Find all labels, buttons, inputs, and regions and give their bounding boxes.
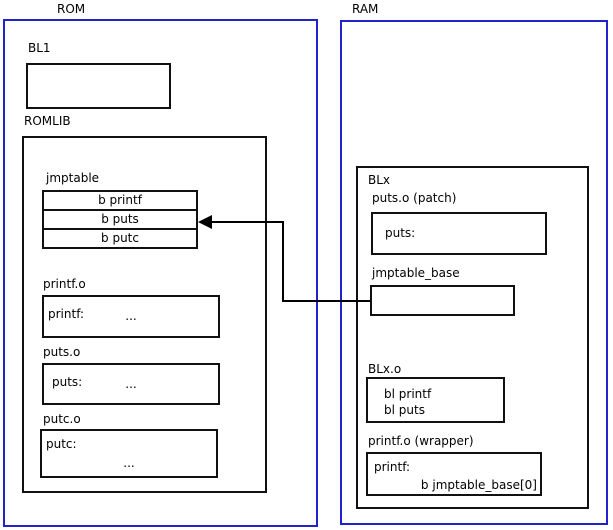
ram-title: RAM [352, 2, 379, 16]
blx-o-bl-printf: bl printf [384, 387, 432, 401]
romlib-box [22, 136, 267, 493]
puts-patch-box: puts: [371, 212, 547, 255]
puts-body-ellipsis: ... [125, 377, 137, 391]
bl1-label: BL1 [28, 41, 51, 55]
rom-title: ROM [57, 2, 86, 16]
puts-patch-symbol: puts: [385, 226, 416, 240]
jmptable-label: jmptable [46, 171, 100, 185]
printf-o-label: printf.o [43, 277, 86, 291]
putc-o-box: putc: ... [40, 429, 218, 478]
printf-o-box: printf: ... [42, 295, 220, 338]
blx-o-box: bl printf bl puts [366, 377, 505, 423]
jmptable-entry-putc: b putc [42, 228, 198, 249]
blx-o-label: BLx.o [368, 362, 402, 376]
printf-wrapper-label: printf.o (wrapper) [368, 434, 474, 448]
puts-o-box: puts: ... [42, 363, 220, 405]
printf-wrapper-box: printf: b jmptable_base[0] [366, 452, 542, 496]
jmptable-base-box [370, 285, 515, 316]
blx-label: BLx [368, 173, 391, 187]
putc-symbol: putc: [46, 437, 77, 451]
blx-o-bl-puts: bl puts [384, 403, 425, 417]
jmptable-entry-puts: b puts [42, 209, 198, 230]
printf-wrapper-symbol: printf: [374, 460, 411, 474]
puts-symbol: puts: [52, 375, 83, 389]
putc-body-ellipsis: ... [123, 456, 135, 470]
printf-wrapper-branch: b jmptable_base[0] [420, 478, 537, 492]
jmptable-base-label: jmptable_base [372, 266, 460, 280]
printf-body-ellipsis: ... [125, 309, 137, 323]
puts-o-label: puts.o [43, 345, 81, 359]
puts-patch-label: puts.o (patch) [372, 191, 457, 205]
jmptable-entry-printf: b printf [42, 190, 198, 211]
printf-symbol: printf: [48, 307, 85, 321]
romlib-label: ROMLIB [24, 114, 71, 128]
bl1-box [26, 63, 171, 109]
putc-o-label: putc.o [43, 412, 81, 426]
jmptable: b printf b puts b putc [42, 190, 198, 249]
blx-box [356, 166, 589, 509]
